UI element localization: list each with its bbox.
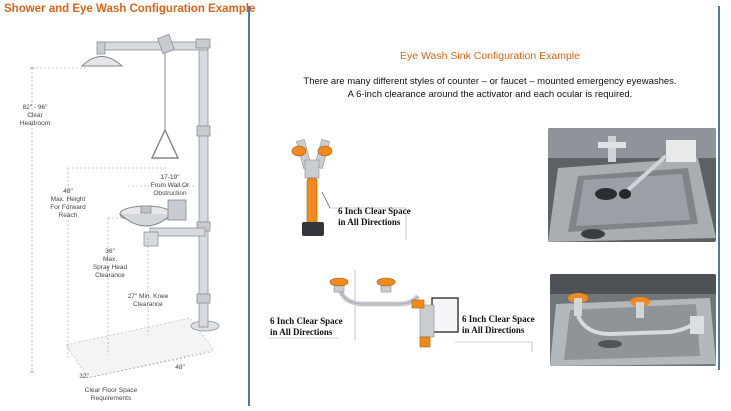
from-wall-label: 17-19" From Wall Or Obstruction <box>150 174 190 197</box>
clear-floor-space <box>65 317 215 379</box>
knee-clearance-label: 27" Min. Knee Clearance <box>127 293 169 308</box>
sink-photo-2 <box>550 274 716 366</box>
description: There are many different styles of count… <box>250 75 730 101</box>
floor-width-label: 32" <box>79 373 89 380</box>
forward-reach-label: 48" Max. Height For Forward Reach <box>50 188 86 219</box>
panel-divider <box>248 6 250 406</box>
headroom-label: 82" - 96" Clear Headroom <box>19 104 51 127</box>
right-panel-title: Eye Wash Sink Configuration Example <box>400 50 580 62</box>
description-line-2: A 6-inch clearance around the activator … <box>347 89 633 100</box>
eyewash-unit-2 <box>329 270 459 348</box>
description-line-1: There are many different styles of count… <box>303 76 677 87</box>
shower-head <box>80 56 124 67</box>
pull-handle <box>150 128 180 159</box>
shower-eyewash-diagram <box>30 33 220 379</box>
clear-space-label-3: 6 Inch Clear Space in All Directions <box>462 314 535 335</box>
floor-depth-label: 48" <box>175 364 185 371</box>
spray-head-label: 36" Max. Spray Head Clearance <box>92 248 128 279</box>
floor-space-label: Clear Floor Space Requirements <box>84 387 138 402</box>
sink-photo-1 <box>548 128 716 242</box>
clear-space-label-1: 6 Inch Clear Space in All Directions <box>338 206 411 227</box>
right-border <box>718 6 720 370</box>
left-panel-title: Shower and Eye Wash Configuration Exampl… <box>4 3 256 15</box>
eyewash-unit-1 <box>291 139 333 236</box>
clear-space-label-2: 6 Inch Clear Space in All Directions <box>270 316 343 337</box>
